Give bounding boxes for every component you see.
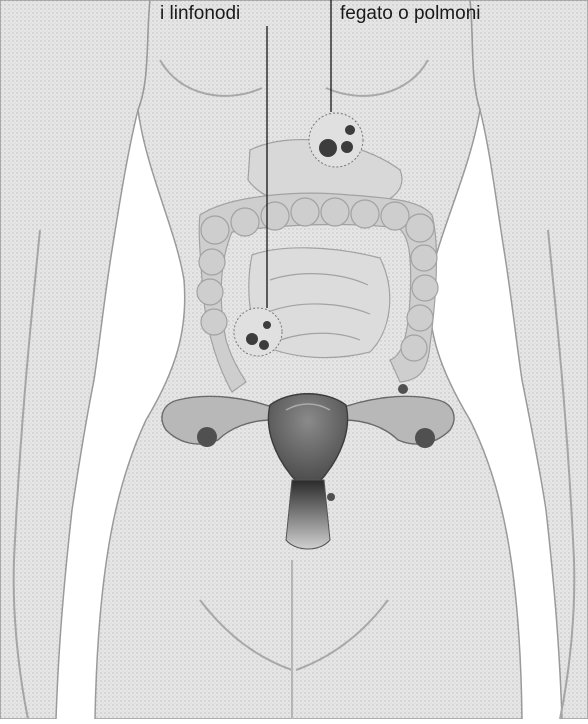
lymph-node-callout xyxy=(234,308,282,356)
lymph-node-label: i linfonodi xyxy=(160,4,240,23)
distant-organs-label: fegato o polmoni xyxy=(340,4,481,23)
distant-organ-callout xyxy=(309,113,363,167)
